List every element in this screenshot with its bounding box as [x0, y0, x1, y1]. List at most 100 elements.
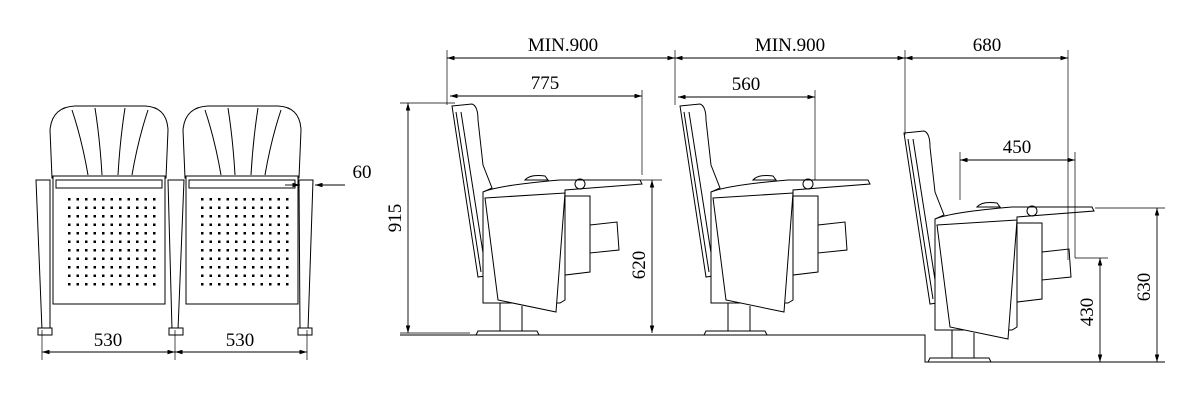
perforation-dot [226, 223, 229, 226]
perforation-dot [144, 257, 147, 260]
perforation-dot [252, 274, 255, 277]
perforation-dot [286, 249, 289, 252]
perforation-dot [260, 274, 263, 277]
leg-center [167, 179, 185, 331]
perforation-dot [252, 232, 255, 235]
perforation-dot [144, 249, 147, 252]
perforation-dot [153, 223, 156, 226]
perforation-dot [209, 232, 212, 235]
perforation-dot [286, 257, 289, 260]
perforation-dot [144, 198, 147, 201]
perforation-dot [127, 198, 130, 201]
perforation-dot [201, 274, 204, 277]
perforation-dot [68, 249, 71, 252]
perforation-dot [85, 240, 88, 243]
perforation-dot [269, 206, 272, 209]
perforation-dot [235, 274, 238, 277]
perforation-dot [260, 223, 263, 226]
perforation-dot [76, 266, 79, 269]
perforation-dot [119, 215, 122, 218]
perforation-dot [85, 274, 88, 277]
perforation-dot [102, 249, 105, 252]
perforation-dot [243, 283, 246, 286]
side-view: MIN.900 MIN.900 680 775 560 450 915 620 … [385, 35, 1165, 363]
perforation-dot [218, 215, 221, 218]
perforation-dot [209, 274, 212, 277]
perforation-dot [85, 266, 88, 269]
perforation-dot [119, 266, 122, 269]
perforation-dot [243, 274, 246, 277]
perforation-dot [269, 223, 272, 226]
perforation-dot [110, 206, 113, 209]
perforation-dot [209, 240, 212, 243]
perforation-dot [119, 274, 122, 277]
perforation-dot [110, 257, 113, 260]
perforation-dot [68, 232, 71, 235]
perforation-dot [119, 206, 122, 209]
perforation-dot [260, 232, 263, 235]
perforation-dot [252, 257, 255, 260]
perforation-dot [218, 223, 221, 226]
perforation-dot [136, 274, 139, 277]
perforation-dot [144, 206, 147, 209]
leg-left [35, 179, 51, 331]
perforation-dot [260, 240, 263, 243]
perforation-dot [243, 266, 246, 269]
perforation-dot [286, 223, 289, 226]
perforation-dot [136, 232, 139, 235]
dim-530-right: 530 [226, 330, 255, 351]
perforation-dot [269, 198, 272, 201]
perforation-dot [119, 249, 122, 252]
perforation-dot [252, 215, 255, 218]
perforation-dot [243, 257, 246, 260]
side-chair-2 [679, 103, 871, 336]
perforation-dot [136, 257, 139, 260]
perforation-dot [153, 215, 156, 218]
perforation-dot [136, 249, 139, 252]
perforation-dot [85, 215, 88, 218]
leg-right [298, 179, 314, 331]
perforation-dot [85, 223, 88, 226]
perforation-dot [209, 266, 212, 269]
perforation-dot [286, 206, 289, 209]
perforation-dot [269, 283, 272, 286]
perforation-dot [144, 266, 147, 269]
perforation-dot [226, 206, 229, 209]
perforation-dot [68, 274, 71, 277]
perforation-dot [127, 232, 130, 235]
dim-620: 620 [629, 251, 650, 280]
perforation-dot [76, 215, 79, 218]
floor-line [400, 334, 1165, 363]
perforation-dot [209, 206, 212, 209]
perforation-dot [136, 223, 139, 226]
perforation-dot [226, 215, 229, 218]
perforation-dot [286, 283, 289, 286]
perforation-dot [286, 215, 289, 218]
perforation-dot [218, 266, 221, 269]
perforation-dot [110, 283, 113, 286]
perforation-dot [127, 215, 130, 218]
perforation-dot [226, 257, 229, 260]
perforation-dot [201, 215, 204, 218]
perforation-dot [269, 240, 272, 243]
dim-775: 775 [531, 73, 560, 94]
perforation-dot [201, 257, 204, 260]
perforation-dot [201, 223, 204, 226]
perforation-dot [136, 206, 139, 209]
perforation-dot [127, 266, 130, 269]
perforation-dot [76, 257, 79, 260]
perforation-dot [93, 206, 96, 209]
perforation-dot [68, 283, 71, 286]
perforation-dot [119, 257, 122, 260]
perforation-dot [68, 198, 71, 201]
side-chair-1 [451, 103, 643, 336]
perforation-dot [226, 249, 229, 252]
perforation-dot [252, 283, 255, 286]
dim-min900-1: MIN.900 [528, 35, 598, 56]
perforation-dot [144, 223, 147, 226]
perforation-dot [260, 215, 263, 218]
perforation-dot [110, 266, 113, 269]
perforation-dot [110, 249, 113, 252]
perforation-dot [235, 249, 238, 252]
